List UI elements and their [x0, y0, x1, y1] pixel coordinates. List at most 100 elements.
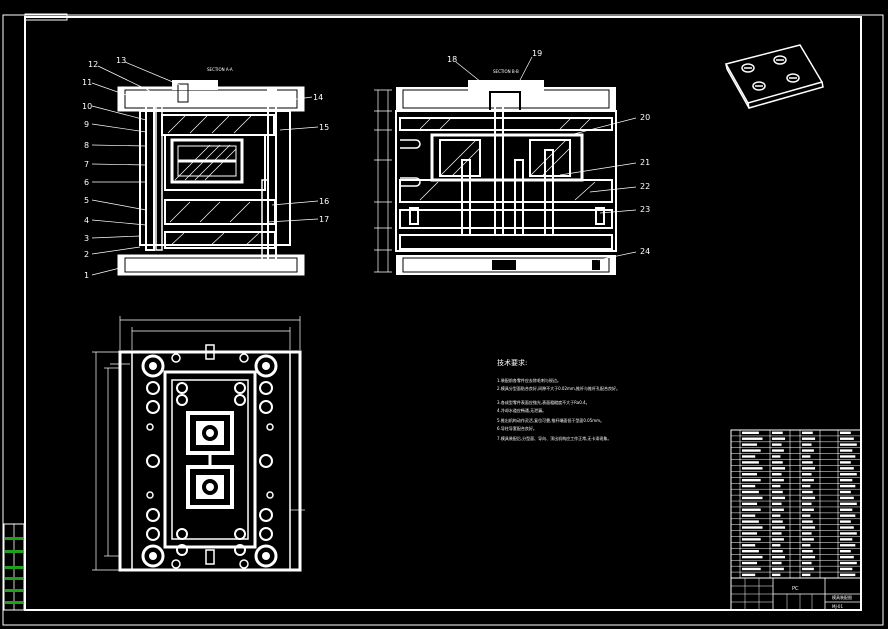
label-14: 14: [313, 93, 323, 102]
bom-cell-text: [772, 443, 782, 446]
bom-cell-text: [840, 484, 856, 488]
bom-cell-text: [772, 544, 781, 547]
label-12: 12: [88, 60, 98, 69]
bom-cell-text: [840, 561, 857, 565]
bom-cell-text: [802, 455, 811, 458]
bom-cell-text: [772, 573, 781, 577]
bom-cell-text: [802, 567, 814, 571]
label-15: 15: [319, 123, 329, 132]
note-line-6: 6.导柱导套配合良好。: [497, 425, 537, 431]
bom-cell-text: [802, 520, 813, 523]
bom-cell-text: [802, 526, 816, 529]
note-line-5: 5.推出机构动作灵活,复位可靠,推杆端面低于型面0.05mm。: [497, 417, 604, 423]
bom-cell-text: [772, 567, 784, 571]
label-6: 6: [84, 178, 89, 187]
bom-cell-text: [772, 538, 784, 541]
note-line-4: 4.冷却水道应畅通,无泄漏。: [497, 407, 546, 413]
bom-cell-text: [772, 555, 786, 559]
bom-cell-text: [840, 502, 857, 506]
label-5: 5: [84, 196, 89, 205]
bom-cell-text: [742, 484, 756, 488]
label-19: 19: [532, 49, 542, 58]
side-binding-strip: [3, 523, 25, 611]
parts-list-table: [730, 429, 862, 579]
bom-cell-text: [802, 478, 814, 482]
label-21: 21: [640, 158, 650, 167]
plan-view: [92, 316, 305, 572]
bom-cell-text: [772, 484, 781, 488]
section-a-leaders: 1 2 3 4 5 6 7 8 9 10 11 12 13 14 15 16 1…: [82, 56, 329, 280]
bom-cell-text: [772, 532, 782, 535]
bom-cell-text: [772, 490, 783, 494]
bom-cell-text: [840, 467, 854, 470]
note-line-3: 3.各成型零件表面应抛光,表面粗糙度不大于Ra0.4。: [497, 399, 590, 405]
bom-cell-text: [742, 520, 759, 523]
label-22: 22: [640, 182, 650, 191]
section-b-title: SECTION B-B: [493, 69, 519, 74]
bom-cell-text: [772, 473, 782, 476]
label-8: 8: [84, 141, 89, 150]
bom-cell-text: [742, 514, 756, 517]
bom-cell-text: [840, 443, 857, 446]
bom-cell-text: [772, 478, 784, 482]
note-line-2: 2.模具分型面贴合良好,间隙不大于0.02mm,推杆与推杆孔配合良好。: [497, 385, 620, 391]
label-1: 1: [84, 271, 89, 280]
bom-cell-text: [742, 567, 761, 571]
drawing-name: 模具装配图: [832, 594, 852, 600]
bom-cell-text: [840, 555, 854, 559]
bom-cell-text: [840, 437, 854, 440]
bom-cell-text: [802, 473, 812, 476]
drawing-number: MJ-01: [832, 604, 843, 609]
bom-cell-text: [840, 544, 856, 547]
bom-cell-text: [840, 514, 856, 517]
bom-cell-text: [802, 502, 812, 506]
section-a-view: SECTION A-A: [117, 67, 305, 276]
label-3: 3: [84, 234, 89, 243]
bom-cell-text: [840, 567, 853, 571]
bom-cell-text: [772, 508, 784, 511]
label-24: 24: [640, 247, 650, 256]
bom-cell-text: [742, 544, 756, 547]
label-10: 10: [82, 102, 92, 111]
bom-cell-text: [772, 461, 783, 464]
section-b-leaders: 18 19 20 21 22 23 24: [447, 49, 650, 261]
outer-frame: [2, 14, 884, 626]
bom-cell-text: [840, 520, 851, 523]
bom-cell-text: [772, 437, 786, 440]
bom-cell-text: [840, 538, 853, 541]
bom-cell-text: [802, 538, 814, 541]
bom-cell-text: [802, 449, 814, 452]
bom-cell-text: [840, 490, 851, 494]
note-line-7: 7.模具装配后,分型面、导向、顶出机构应工作正常,无卡滞现象。: [497, 435, 611, 441]
bom-cell-text: [742, 467, 763, 470]
bom-cell-text: [742, 443, 758, 446]
label-11: 11: [82, 78, 92, 87]
bom-cell-text: [742, 496, 763, 500]
corner-box: [24, 13, 68, 21]
bom-cell-text: [772, 520, 783, 523]
bom-cell-text: [802, 443, 812, 446]
technical-notes: 技术要求: 1.装配前各零件应去除毛刺与锐边。 2.模具分型面贴合良好,间隙不大…: [497, 358, 620, 441]
bom-cell-text: [742, 508, 761, 511]
bom-cell-text: [840, 496, 854, 500]
bom-cell-text: [840, 550, 851, 553]
material-text: PC: [792, 586, 799, 592]
title-block: PC 模具装配图 MJ-01: [730, 577, 862, 611]
bom-cell-text: [772, 467, 786, 470]
label-17: 17: [319, 215, 329, 224]
bom-cell-text: [742, 550, 759, 553]
bom-cell-text: [742, 437, 763, 440]
bom-cell-text: [840, 431, 851, 434]
label-2: 2: [84, 250, 89, 259]
bom-cell-text: [840, 455, 856, 458]
bom-cell-text: [742, 473, 758, 476]
section-a-title: SECTION A-A: [207, 67, 233, 72]
bom-cell-text: [802, 550, 813, 553]
bom-cell-text: [742, 490, 759, 494]
bom-cell-text: [840, 461, 851, 464]
bom-cell-text: [742, 461, 759, 464]
bom-cell-text: [840, 508, 853, 511]
label-18: 18: [447, 55, 457, 64]
bom-cell-text: [802, 532, 812, 535]
